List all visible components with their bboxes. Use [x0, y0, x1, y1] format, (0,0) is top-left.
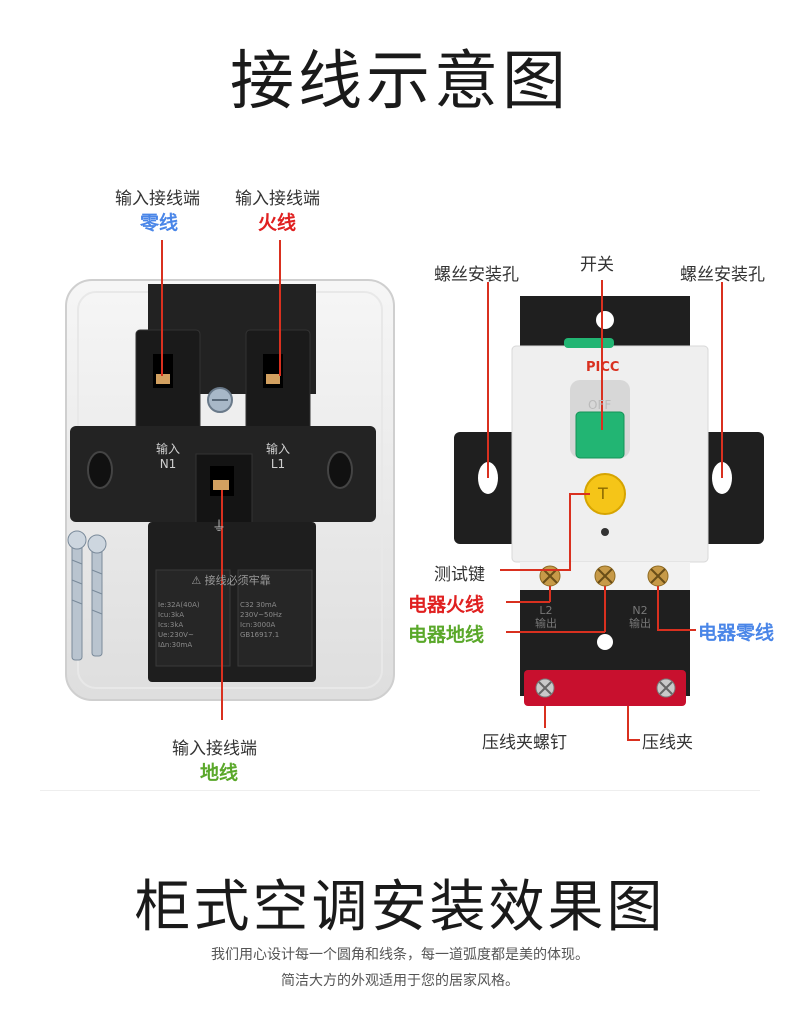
label-input-n: 输入接线端	[115, 189, 200, 209]
rcd-socket-back-view	[65, 240, 395, 720]
label-appliance-neutral: 电器零线	[698, 622, 775, 644]
warning-text: ⚠ 接线必须牢靠	[191, 574, 271, 587]
indicator-dot	[601, 528, 609, 536]
clamp-screws	[535, 678, 676, 698]
brand-logo: PICC	[586, 360, 620, 375]
description-line-2: 简洁大方的外观适用于您的居家风格。	[281, 973, 519, 989]
spec-text-left: Ie:32A(40A) Icu:3kA Ics:3kA Ue:230V~ IΔn…	[158, 601, 200, 649]
label-appliance-live: 电器火线	[408, 594, 485, 616]
terminal-n1-label: 输入 N1	[155, 442, 180, 471]
label-clamp: 压线夹	[642, 733, 693, 753]
red-clamp	[524, 670, 686, 706]
label-test-key: 测试键	[434, 565, 485, 585]
terminal-screw-l1	[266, 374, 280, 384]
test-button-letter: T	[598, 484, 608, 503]
output-left-label: L2 输出	[535, 604, 557, 630]
description-line-1: 我们用心设计每一个圆角和线条，每一道弧度都是美的体现。	[211, 947, 589, 963]
page-title: 接线示意图	[230, 45, 570, 119]
left-diagram: 输入接线端 零线 输入接线端 火线	[60, 180, 400, 784]
output-right-label: N2 输出	[629, 604, 651, 630]
section-divider	[40, 790, 760, 791]
section-title: 柜式空调安装效果图	[134, 875, 666, 940]
label-ground: 地线	[200, 762, 239, 784]
label-input-l: 输入接线端	[235, 189, 320, 209]
spec-text-right: C32 30mA 230V~50Hz Icn:3000A GB16917.1	[240, 601, 282, 639]
label-input-ground: 输入接线端	[172, 739, 257, 759]
mount-hole-right	[327, 451, 353, 489]
loose-screws	[67, 530, 107, 661]
top-screw-hole	[596, 311, 614, 329]
right-diagram: 螺丝安装孔 开关 螺丝安装孔	[400, 240, 800, 760]
label-appliance-ground: 电器地线	[408, 624, 485, 646]
terminal-l1-label: 输入 L1	[265, 442, 290, 471]
label-neutral: 零线	[140, 212, 179, 234]
label-live: 火线	[258, 212, 297, 234]
switch-handle	[575, 411, 625, 459]
rcd-breaker-front-view	[454, 280, 764, 741]
switch-state-label: OFF	[588, 398, 612, 412]
label-switch: 开关	[580, 255, 614, 275]
label-screw-hole-left: 螺丝安装孔	[434, 265, 519, 285]
ground-symbol: ⏚	[212, 519, 226, 535]
label-clamp-screw: 压线夹螺钉	[482, 733, 567, 753]
terminal-screw-n1	[156, 374, 170, 384]
label-screw-hole-right: 螺丝安装孔	[680, 265, 765, 285]
bottom-screw-hole	[597, 634, 613, 650]
mount-hole-left	[87, 451, 113, 489]
terminal-screw-ground	[213, 480, 229, 490]
